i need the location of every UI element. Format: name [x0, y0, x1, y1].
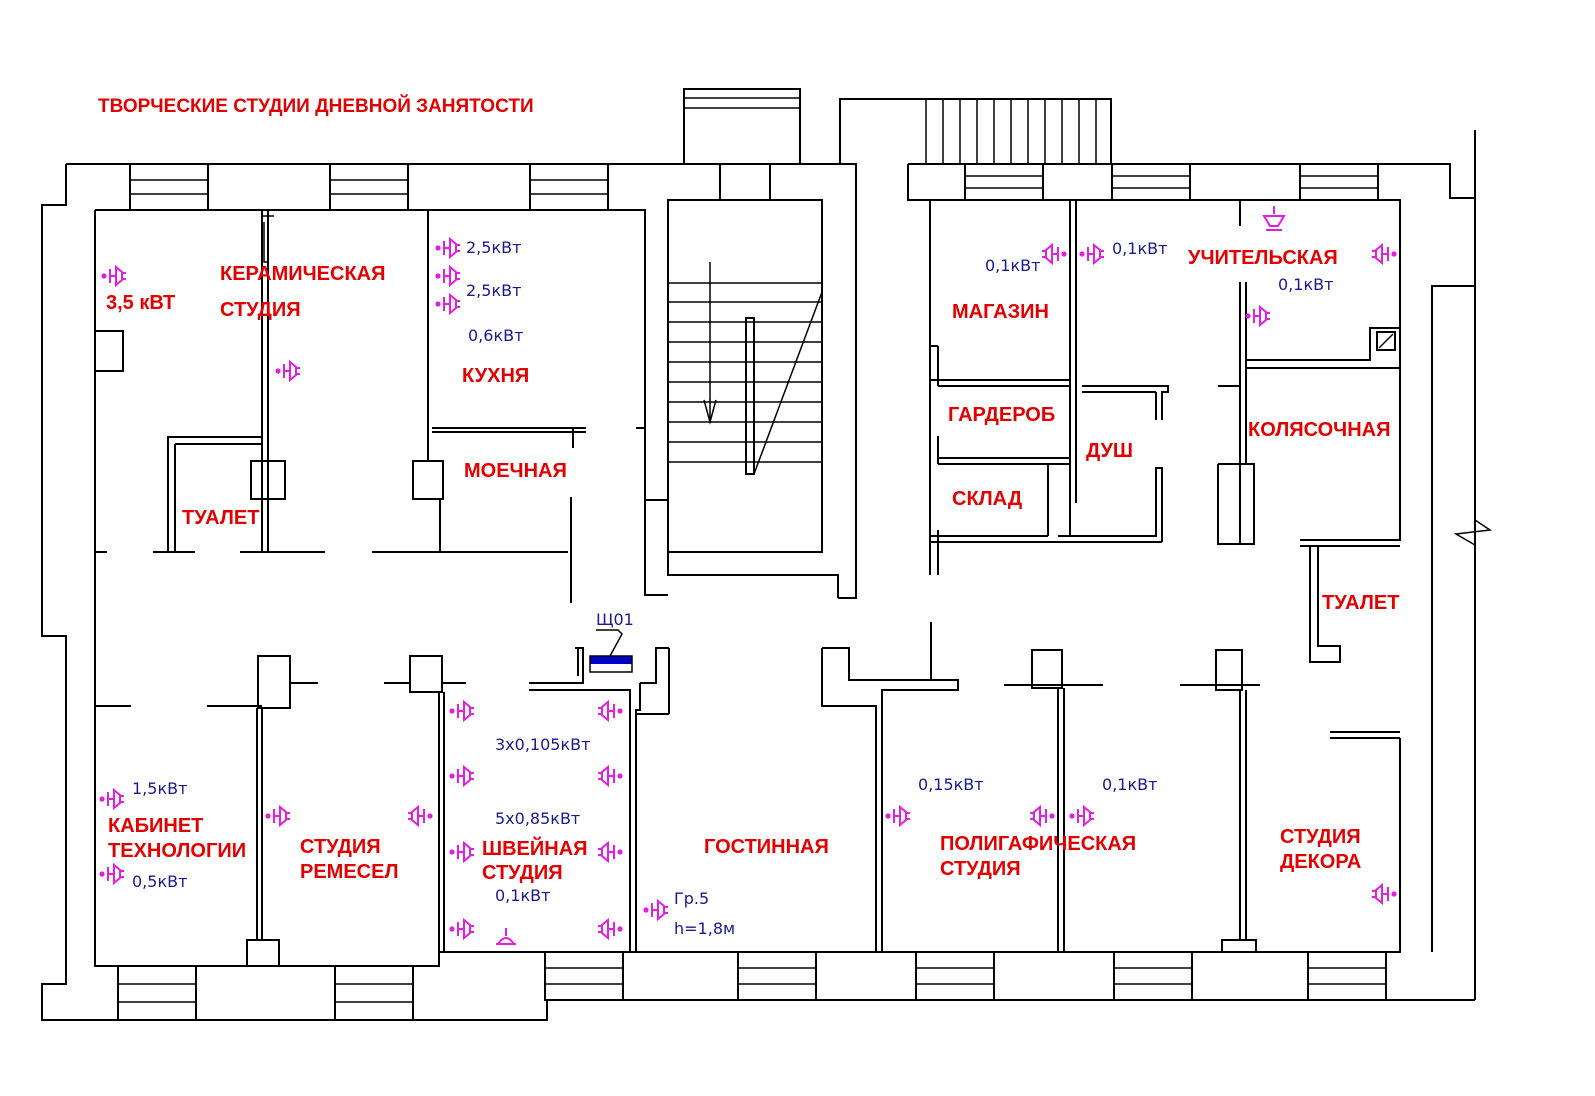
- socket-icon: [643, 898, 668, 922]
- power-label-living-height: h=1,8м: [674, 919, 735, 938]
- room-label-tech: КАБИНЕТ: [108, 815, 203, 837]
- room-label-shower: ДУШ: [1086, 440, 1133, 462]
- socket-icon: [99, 787, 124, 811]
- room-label-toilet-left: ТУАЛЕТ: [182, 507, 259, 529]
- sink-icon: [1262, 206, 1286, 231]
- socket-icon: [275, 359, 300, 383]
- power-label-print: 0,15кВт: [918, 775, 984, 794]
- interior-walls: [94, 164, 1401, 967]
- room-label-teachers: УЧИТЕЛЬСКАЯ: [1188, 247, 1338, 269]
- socket-icon: [449, 917, 474, 941]
- power-label-shop: 0,1кВт: [985, 256, 1040, 275]
- room-label-crafts: СТУДИЯ: [300, 836, 381, 858]
- panel-icon[interactable]: Щ01: [589, 610, 634, 673]
- socket-icon: [598, 699, 623, 723]
- room-label-kitchen: КУХНЯ: [462, 365, 529, 387]
- socket-icon: [101, 264, 126, 288]
- room-label-decor: СТУДИЯ: [1280, 826, 1361, 848]
- power-label-sewing-1: 3х0,105кВт: [495, 735, 590, 754]
- room-label-tech-2: ТЕХНОЛОГИИ: [108, 840, 246, 862]
- socket-icon: [885, 804, 910, 828]
- room-label-living: ГОСТИННАЯ: [704, 836, 829, 858]
- power-labels: 3,5 кВТ 2,5кВт 2,5кВт 0,6кВт 0,1кВт 0,1к…: [106, 238, 1333, 938]
- outer-walls: [41, 88, 1493, 1021]
- room-label-print: ПОЛИГАФИЧЕСКАЯ: [940, 833, 1136, 855]
- socket-icon: [449, 699, 474, 723]
- socket-icon: [449, 764, 474, 788]
- room-label-stroller: КОЛЯСОЧНАЯ: [1248, 419, 1391, 441]
- power-label-kitchen-2: 2,5кВт: [466, 281, 521, 300]
- socket-icon: [598, 917, 623, 941]
- socket-icon: [265, 804, 290, 828]
- plan-title: ТВОРЧЕСКИЕ СТУДИИ ДНЕВНОЙ ЗАНЯТОСТИ: [98, 95, 534, 117]
- power-label-kitchen-1: 2,5кВт: [466, 238, 521, 257]
- socket-icon: [1079, 242, 1104, 266]
- socket-icon: [1372, 882, 1397, 906]
- room-label-crafts-2: РЕМЕСЕЛ: [300, 861, 399, 883]
- socket-icon: [435, 236, 460, 260]
- room-label-toilet-right: ТУАЛЕТ: [1322, 592, 1399, 614]
- socket-icon: [598, 840, 623, 864]
- socket-icon: [598, 764, 623, 788]
- socket-icon: [435, 264, 460, 288]
- room-label-sewing: ШВЕЙНАЯ: [482, 836, 588, 860]
- socket-icon: [1069, 804, 1094, 828]
- socket-icon: [1245, 304, 1270, 328]
- power-label-tech-1: 1,5кВт: [132, 779, 187, 798]
- panel-label: Щ01: [596, 610, 634, 629]
- room-label-washroom: МОЕЧНАЯ: [464, 460, 567, 482]
- socket-icon: [408, 804, 433, 828]
- room-label-shop: МАГАЗИН: [952, 301, 1049, 323]
- socket-icon: [449, 840, 474, 864]
- socket-icon: [1042, 242, 1067, 266]
- lamp-icon: [496, 928, 516, 945]
- room-label-ceramic-2: СТУДИЯ: [220, 299, 301, 321]
- power-label-ceramic: 3,5 кВТ: [106, 292, 175, 314]
- power-label-sewing-2: 5х0,85кВт: [495, 809, 580, 828]
- room-label-sewing-2: СТУДИЯ: [482, 862, 563, 884]
- socket-icon: [435, 292, 460, 316]
- power-label-sewing-3: 0,1кВт: [495, 886, 550, 905]
- power-label-teachers-1: 0,1кВт: [1112, 239, 1167, 258]
- power-label-teachers-2: 0,1кВт: [1278, 275, 1333, 294]
- power-label-living-group: Гр.5: [674, 889, 709, 908]
- power-label-kitchen-3: 0,6кВт: [468, 326, 523, 345]
- socket-icon: [99, 862, 124, 886]
- sockets-group: [99, 236, 1397, 941]
- room-label-decor-2: ДЕКОРА: [1280, 851, 1361, 873]
- power-label-print-2: 0,1кВт: [1102, 775, 1157, 794]
- room-label-print-2: СТУДИЯ: [940, 858, 1021, 880]
- power-label-tech-2: 0,5кВт: [132, 872, 187, 891]
- room-labels: КЕРАМИЧЕСКАЯ СТУДИЯ КУХНЯ МОЕЧНАЯ ТУАЛЕТ…: [108, 247, 1399, 884]
- socket-icon: [1030, 804, 1055, 828]
- windows: [117, 163, 1387, 1021]
- room-label-storage: СКЛАД: [952, 488, 1022, 510]
- room-label-wardrobe: ГАРДЕРОБ: [948, 404, 1055, 426]
- room-label-ceramic: КЕРАМИЧЕСКАЯ: [220, 263, 385, 285]
- socket-icon: [1372, 242, 1397, 266]
